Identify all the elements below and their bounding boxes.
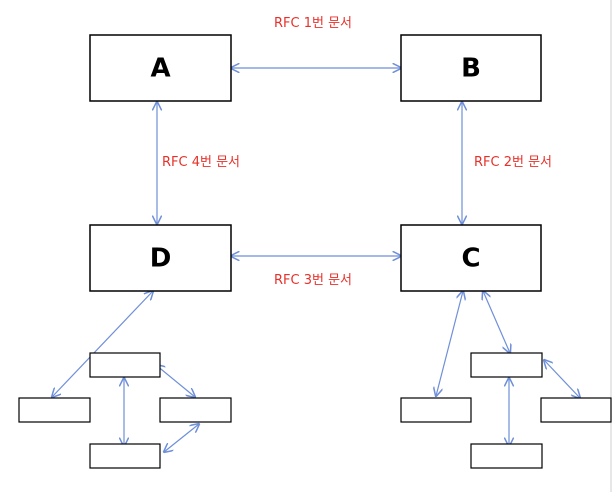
edge-label-a-d: RFC 4번 문서 bbox=[162, 155, 240, 170]
left-cluster-bottom-box bbox=[89, 443, 161, 469]
node-d-box bbox=[89, 224, 232, 292]
node-b: B bbox=[400, 34, 542, 102]
right-cluster-bottom-box bbox=[470, 443, 543, 469]
node-a-label: A bbox=[150, 54, 170, 84]
edge-label-d-c: RFC 3번 문서 bbox=[274, 273, 352, 288]
left-cluster-left-box bbox=[18, 397, 91, 423]
edge-label-a-b: RFC 1번 문서 bbox=[274, 16, 352, 31]
arrow-subtop-subright-right bbox=[544, 360, 580, 398]
node-d: D bbox=[89, 224, 232, 292]
node-d-label: D bbox=[150, 244, 172, 274]
node-b-label: B bbox=[461, 54, 481, 84]
left-cluster-right-box bbox=[159, 397, 232, 423]
node-c-box bbox=[400, 224, 542, 292]
arrow-subright-subbottom-left bbox=[164, 424, 199, 452]
arrow-subtop-subright-left bbox=[156, 365, 195, 397]
right-cluster-left-box bbox=[400, 397, 472, 423]
arrow-c-subtop-right bbox=[483, 291, 510, 353]
left-cluster-top-box bbox=[89, 352, 161, 378]
node-a: A bbox=[89, 34, 232, 102]
right-cluster-top-box bbox=[470, 352, 543, 378]
arrow-d-subleft bbox=[52, 291, 153, 397]
node-c: C bbox=[400, 224, 542, 292]
node-a-box bbox=[89, 34, 232, 102]
node-b-box bbox=[400, 34, 542, 102]
node-c-label: C bbox=[461, 244, 480, 274]
right-cluster-right-box bbox=[540, 397, 612, 423]
arrow-c-subleft-right bbox=[436, 291, 463, 396]
edge-label-b-c: RFC 2번 문서 bbox=[474, 155, 552, 170]
